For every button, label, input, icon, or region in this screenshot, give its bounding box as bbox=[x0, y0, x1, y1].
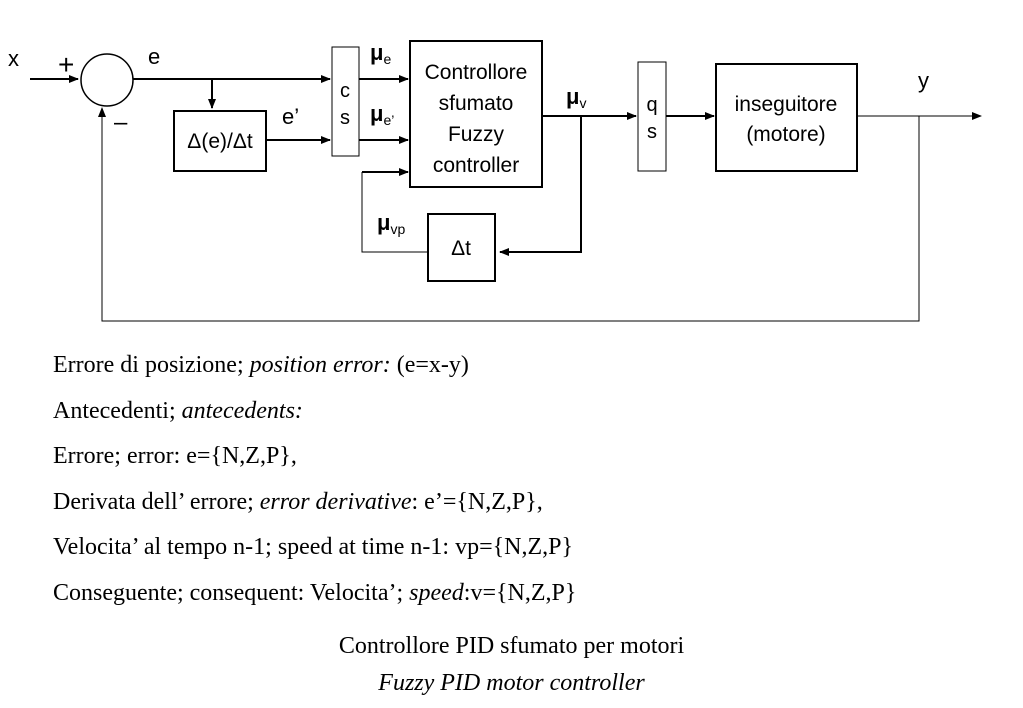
outer-feedback-line bbox=[98, 107, 920, 322]
qs-label-s: s bbox=[647, 121, 657, 143]
text-line-3: Errore; error: e={N,Z,P}, bbox=[53, 443, 297, 469]
plant-line-2: (motore) bbox=[746, 123, 825, 146]
caption-title: Controllore PID sfumato per motori bbox=[338, 633, 685, 659]
block-diagram: x + – e Δ(e)/Δt e’ c s μe μe’ Controllor… bbox=[8, 40, 982, 322]
plus-sign: + bbox=[58, 49, 74, 80]
derivative-block bbox=[173, 110, 267, 172]
controller-line-3: Fuzzy bbox=[448, 123, 505, 146]
mu-eprime-symbol: μe’ bbox=[370, 101, 394, 128]
text-line-6: Conseguente; consequent: Velocita’; spee… bbox=[53, 579, 577, 606]
delay-block bbox=[427, 213, 496, 282]
caption-subtitle: Fuzzy PID motor controller bbox=[378, 670, 645, 696]
mu-v-feedback-line bbox=[499, 116, 582, 256]
summing-junction bbox=[80, 53, 134, 107]
cs-label-s: s bbox=[340, 107, 350, 129]
text-line-5: Velocita’ al tempo n-1; speed at time n-… bbox=[53, 534, 574, 560]
minus-sign: – bbox=[114, 109, 128, 136]
mu-vp-symbol: μvp bbox=[377, 210, 405, 237]
controller-line-2: sfumato bbox=[439, 92, 514, 115]
derivative-label: Δ(e)/Δt bbox=[187, 130, 253, 153]
text-line-2: Antecedenti; antecedents: bbox=[53, 397, 303, 424]
e-prime-label: e’ bbox=[282, 104, 299, 129]
e-label: e bbox=[148, 44, 160, 69]
mu-vp-line-a bbox=[361, 172, 428, 253]
controller-line-1: Controllore bbox=[425, 61, 528, 84]
qs-block bbox=[637, 61, 667, 172]
mu-v-symbol: μv bbox=[566, 84, 586, 111]
cs-block bbox=[331, 46, 360, 157]
plant-block bbox=[715, 63, 858, 172]
mu-e-symbol: μe bbox=[370, 40, 391, 67]
text-line-1: Errore di posizione; position error: (e=… bbox=[53, 352, 469, 378]
description-text: Errore di posizione; position error: (e=… bbox=[53, 348, 1013, 621]
x-label: x bbox=[8, 46, 19, 71]
qs-label-q: q bbox=[646, 94, 657, 116]
cs-label-c: c bbox=[340, 80, 350, 102]
controller-line-4: controller bbox=[433, 154, 519, 177]
delay-label: Δt bbox=[451, 237, 471, 260]
y-label: y bbox=[918, 68, 929, 93]
text-line-4: Derivata dell’ errore; error derivative:… bbox=[53, 488, 543, 515]
fuzzy-controller-block bbox=[409, 40, 543, 188]
plant-line-1: inseguitore bbox=[735, 93, 838, 116]
